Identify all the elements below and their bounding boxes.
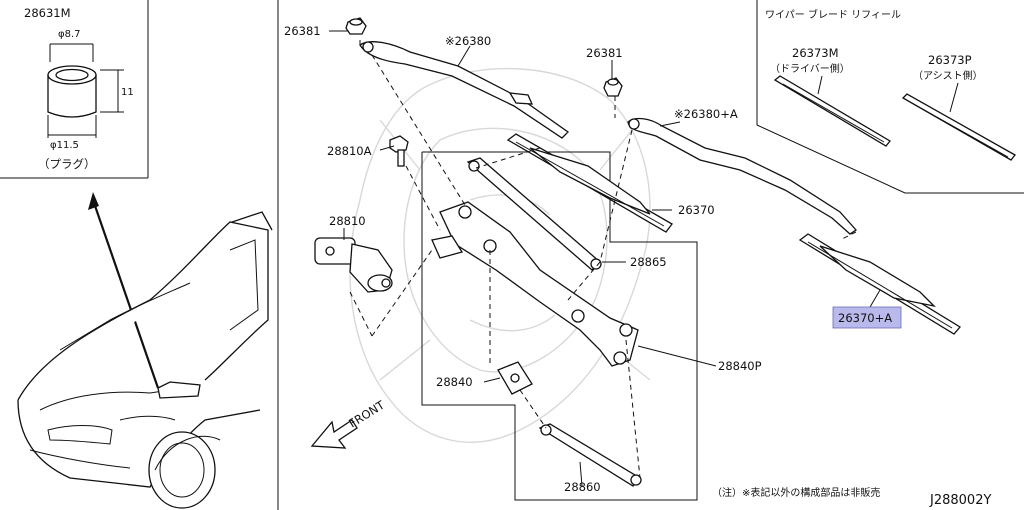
wiper-arm-left — [359, 41, 570, 139]
alignment-lines — [349, 40, 857, 479]
plug-height: 11 — [121, 87, 134, 98]
front-label: FRONT — [346, 397, 388, 430]
wiper-blade-right — [798, 233, 961, 335]
bolt — [389, 135, 409, 167]
refill-driver-caption: （ドライバー側） — [770, 62, 850, 75]
callout-26380a: ※26380+A — [674, 107, 738, 121]
callout-28810: 28810 — [329, 214, 366, 228]
callout-28810a: 28810A — [327, 144, 372, 158]
front-indicator: FRONT — [310, 397, 388, 449]
callout-28865: 28865 — [630, 255, 667, 269]
car-wiper-area — [157, 381, 201, 399]
plug-part — [47, 65, 97, 118]
callout-26381-left: 26381 — [284, 24, 321, 38]
callout-26381-right: 26381 — [586, 46, 623, 60]
refill-driver-strip — [773, 75, 891, 147]
plug-inset: 28631M φ8.7 11 φ11.5 （プラグ） — [24, 6, 134, 171]
wiper-blade-upper — [506, 133, 673, 233]
refill-box: ワイパー ブレード リフィール 26373M （ドライバー側） 26373P （… — [765, 8, 1016, 161]
callout-28840p: 28840P — [718, 359, 762, 373]
footer-note: （注）※表記以外の構成部品は非販売 — [712, 486, 880, 499]
callout-28860: 28860 — [564, 480, 601, 494]
callout-28840: 28840 — [436, 375, 473, 389]
refill-box-border — [756, 0, 1024, 194]
leader-lines — [329, 30, 881, 487]
callout-26370a: 26370+A — [838, 311, 892, 325]
wiper-arm-right — [627, 117, 857, 235]
wiper-linkage — [431, 157, 639, 367]
callout-26380: ※26380 — [445, 34, 491, 48]
refill-assist-strip — [901, 93, 1016, 161]
linkage-bracket — [497, 361, 533, 395]
nut-left — [345, 17, 367, 35]
refill-assist-part-number: 26373P — [928, 53, 972, 67]
plug-caption: （プラグ） — [38, 157, 96, 171]
callouts: 26381 ※26380 26381 ※26380+A 28810A 28810… — [284, 24, 892, 494]
highlight-box — [832, 306, 902, 329]
wiper-motor — [314, 237, 393, 293]
car-illustration — [17, 211, 273, 509]
plug-part-number: 28631M — [24, 6, 71, 20]
nut-right — [603, 77, 623, 97]
refill-driver-part-number: 26373M — [792, 46, 839, 60]
pointer-arrow — [88, 192, 160, 389]
refill-box-title: ワイパー ブレード リフィール — [765, 8, 901, 21]
diagram-id: J288002Y — [929, 493, 991, 508]
connecting-rod — [538, 423, 642, 487]
front-arrow-icon — [310, 419, 358, 449]
plug-bottom-diameter: φ11.5 — [50, 140, 79, 151]
plug-top-diameter: φ8.7 — [58, 29, 81, 40]
refill-assist-caption: （アシスト側） — [913, 69, 983, 82]
callout-26370: 26370 — [678, 203, 715, 217]
